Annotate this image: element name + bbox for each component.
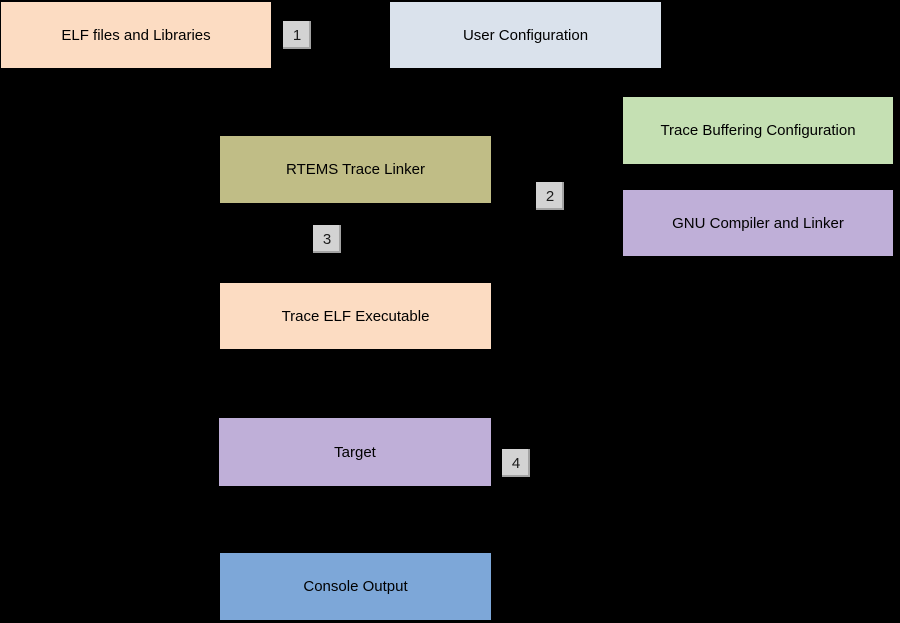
node-trace-buffering-configuration: Trace Buffering Configuration	[623, 97, 893, 164]
node-target: Target	[219, 418, 491, 486]
step-badge-4: 4	[502, 449, 530, 477]
step-badge-1: 1	[283, 21, 311, 49]
node-gnu-compiler-and-linker: GNU Compiler and Linker	[623, 190, 893, 256]
step-badge-3: 3	[313, 225, 341, 253]
node-trace-elf-executable: Trace ELF Executable	[220, 283, 491, 349]
node-rtems-trace-linker: RTEMS Trace Linker	[220, 136, 491, 203]
node-elf-files-and-libraries: ELF files and Libraries	[1, 2, 271, 68]
step-badge-2: 2	[536, 182, 564, 210]
node-user-configuration: User Configuration	[390, 2, 661, 68]
node-console-output: Console Output	[220, 553, 491, 620]
